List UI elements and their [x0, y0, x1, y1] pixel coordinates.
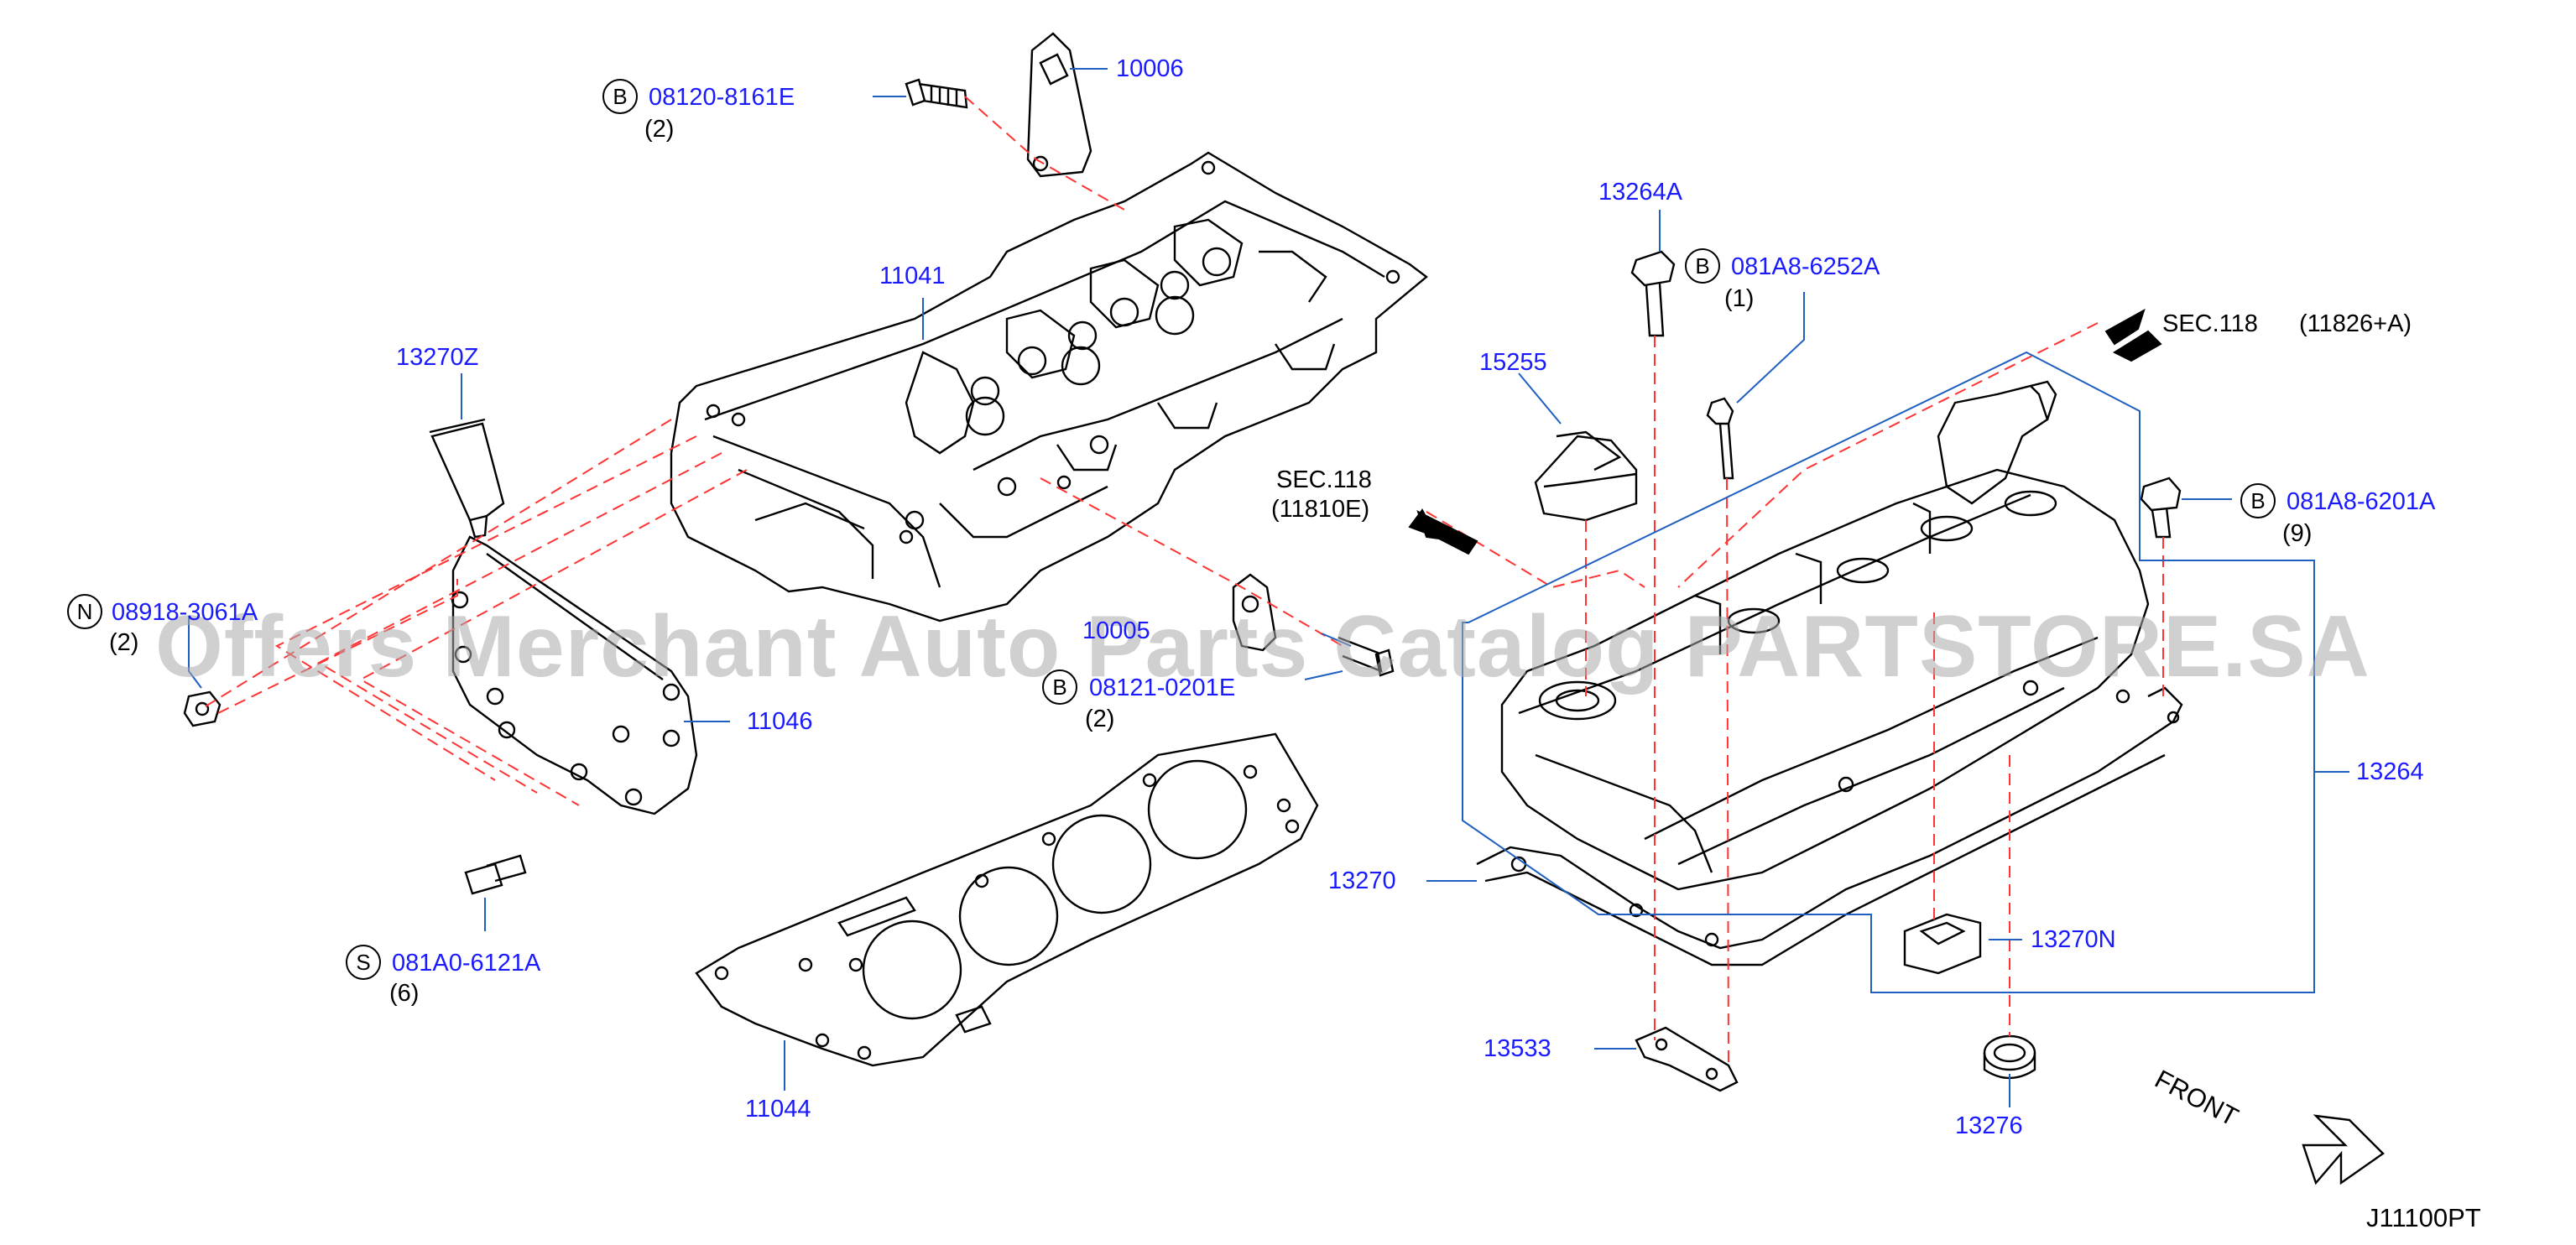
- section-arrows: [1410, 310, 2161, 554]
- badge-081A8-6252A: B: [1685, 248, 1720, 284]
- part-08120-8161E[interactable]: 08120-8161E: [649, 84, 795, 111]
- badge-081A8-6201A: B: [2240, 483, 2276, 518]
- badge-081A0-6121A: S: [346, 945, 381, 980]
- oil-cap-drawing: [1536, 432, 1636, 520]
- part-11041[interactable]: 11041: [879, 263, 946, 289]
- bracket-10005-drawing: [1233, 575, 1275, 650]
- part-081A8-6252A[interactable]: 081A8-6252A: [1731, 253, 1880, 280]
- watermark: Offers Merchant Auto Parts Catalog PARTS…: [155, 598, 2370, 695]
- small-parts-drawing: [1636, 914, 2035, 1091]
- qty-08121-0201E: (2): [1085, 706, 1115, 732]
- leader-lines: [201, 96, 2163, 1065]
- qty-081A0-6121A: (6): [389, 980, 420, 1007]
- part-11046[interactable]: 11046: [747, 708, 813, 735]
- part-13264[interactable]: 13264: [2356, 758, 2424, 785]
- cover-plate-drawing: [452, 537, 696, 814]
- badge-08120-8161E: B: [602, 79, 638, 114]
- part-081A8-6201A[interactable]: 081A8-6201A: [2287, 488, 2436, 515]
- part-11044[interactable]: 11044: [745, 1096, 811, 1123]
- part-15255[interactable]: 15255: [1479, 349, 1547, 376]
- part-08918-3061A[interactable]: 08918-3061A: [112, 599, 258, 626]
- part-08121-0201E[interactable]: 08121-0201E: [1089, 675, 1236, 701]
- qty-08918-3061A: (2): [109, 629, 139, 656]
- part-10005[interactable]: 10005: [1082, 617, 1150, 644]
- diagram-id: J11100PT: [2366, 1203, 2481, 1232]
- bracket-10006-drawing: [1028, 34, 1091, 176]
- part-13270N[interactable]: 13270N: [2031, 926, 2116, 953]
- qty-081A8-6252A: (1): [1724, 285, 1755, 312]
- bolt-drawings: [185, 80, 2180, 893]
- callout-lines: [189, 69, 2349, 1107]
- qty-081A8-6201A: (9): [2282, 520, 2313, 547]
- sec-ref-11826a-line2[interactable]: (11826+A): [2299, 310, 2412, 337]
- badge-08918-3061A: N: [67, 594, 102, 629]
- sec-ref-11826a-line1[interactable]: SEC.118: [2162, 310, 2258, 337]
- part-13270Z[interactable]: 13270Z: [396, 344, 479, 371]
- part-13270[interactable]: 13270: [1328, 867, 1396, 894]
- sec-ref-11810e-line1[interactable]: SEC.118: [1276, 466, 1372, 493]
- front-arrow-drawing: [2303, 1116, 2383, 1183]
- part-13264A[interactable]: 13264A: [1598, 179, 1682, 206]
- badge-08121-0201E: B: [1042, 669, 1077, 705]
- sealant-tube-drawing: [430, 419, 503, 537]
- part-10006[interactable]: 10006: [1116, 55, 1184, 82]
- part-081A0-6121A[interactable]: 081A0-6121A: [392, 950, 541, 977]
- head-gasket-drawing: [696, 734, 1317, 1065]
- part-13276[interactable]: 13276: [1955, 1112, 2023, 1139]
- cylinder-head-drawing: [671, 153, 1426, 621]
- qty-08120-8161E: (2): [644, 116, 675, 143]
- sec-ref-11810e-line2[interactable]: (11810E): [1271, 496, 1370, 523]
- part-13533[interactable]: 13533: [1484, 1035, 1551, 1062]
